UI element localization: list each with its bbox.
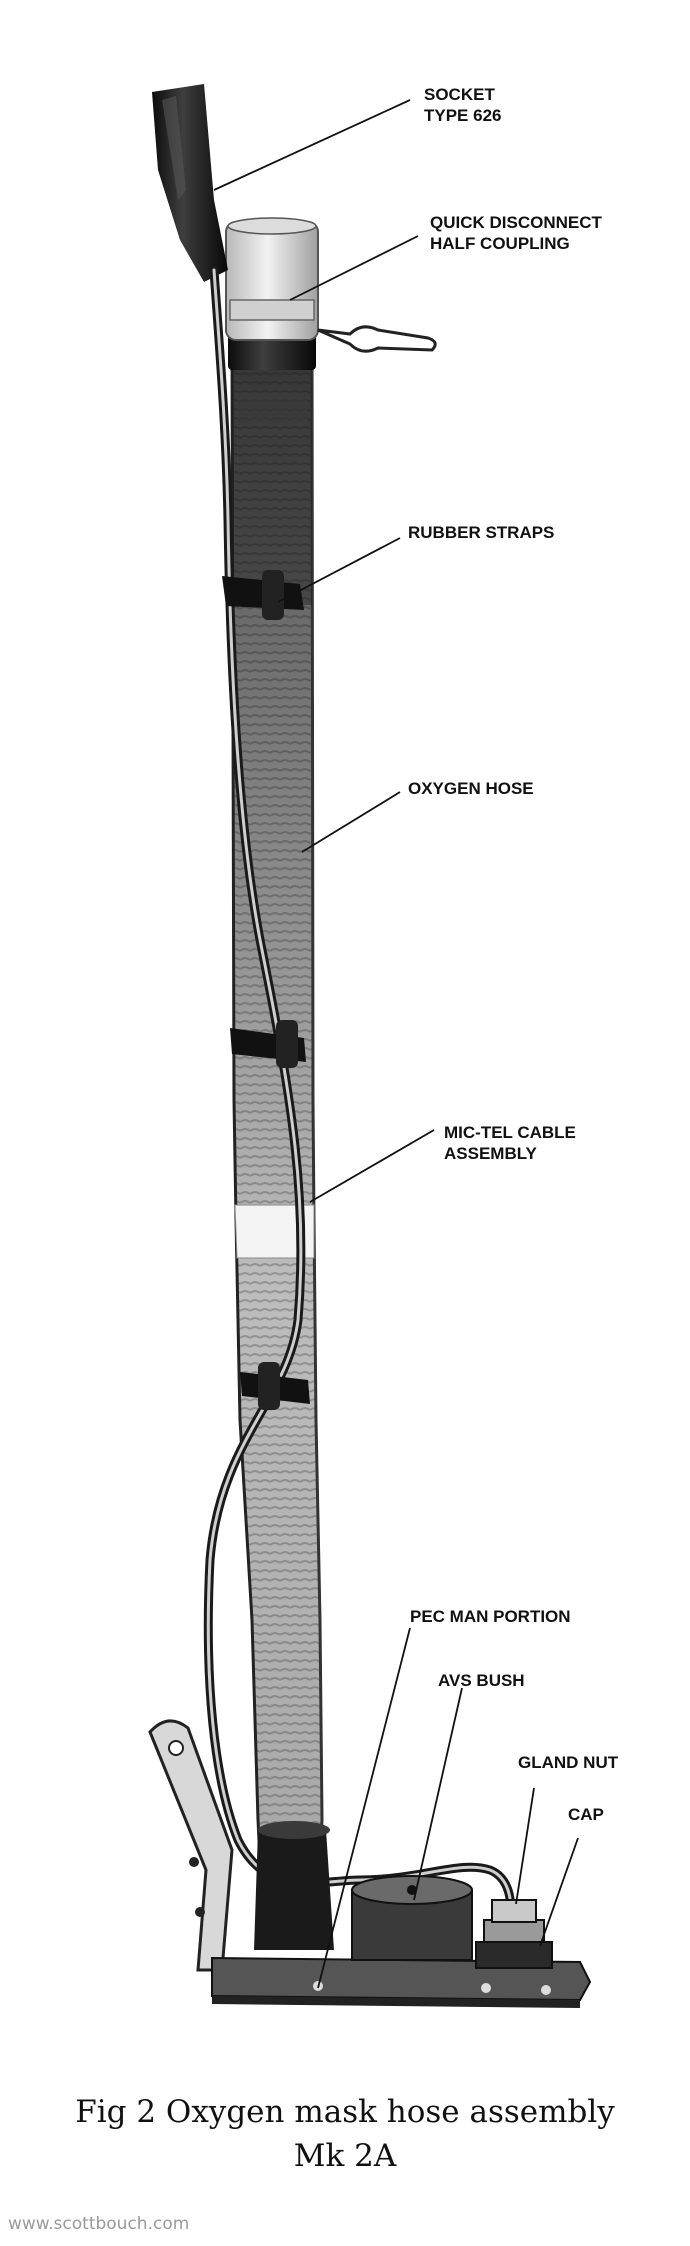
leader-cap <box>539 1837 579 1947</box>
gland-nut-and-cap <box>475 1899 553 1969</box>
label-oxygen-hose: OXYGEN HOSE <box>408 779 534 798</box>
label-pec-man: PEC MAN PORTION <box>410 1607 571 1626</box>
avs-bush <box>351 1875 473 1961</box>
leader-socket <box>213 99 411 191</box>
leader-hose <box>301 791 401 853</box>
rubber-straps <box>222 570 310 1410</box>
figure-caption-line1: Fig 2 Oxygen mask hose assembly <box>75 2094 615 2130</box>
leader-avs <box>413 1687 463 1901</box>
label-cap: CAP <box>568 1805 604 1824</box>
label-socket: SOCKET TYPE 626 <box>424 85 502 125</box>
label-mic-tel: MIC-TEL CABLE ASSEMBLY <box>444 1123 576 1163</box>
oxygen-hose <box>228 330 324 1906</box>
label-rubber-straps: RUBBER STRAPS <box>408 523 555 542</box>
leader-gland <box>515 1787 535 1905</box>
label-avs-bush: AVS BUSH <box>438 1671 525 1690</box>
leader-coupling <box>289 235 419 301</box>
socket-type-626 <box>152 84 228 282</box>
label-quick-disconnect: QUICK DISCONNECT HALF COUPLING <box>430 213 602 253</box>
leader-mictel <box>309 1129 435 1203</box>
watermark: www.scottbouch.com <box>8 2214 190 2234</box>
leader-straps <box>277 537 401 603</box>
leader-pec <box>317 1627 411 1989</box>
pec-man-portion <box>148 1719 592 2008</box>
label-gland-nut: GLAND NUT <box>518 1753 619 1772</box>
quick-disconnect-coupling <box>225 217 437 353</box>
figure-caption-line2: Mk 2A <box>293 2138 397 2174</box>
